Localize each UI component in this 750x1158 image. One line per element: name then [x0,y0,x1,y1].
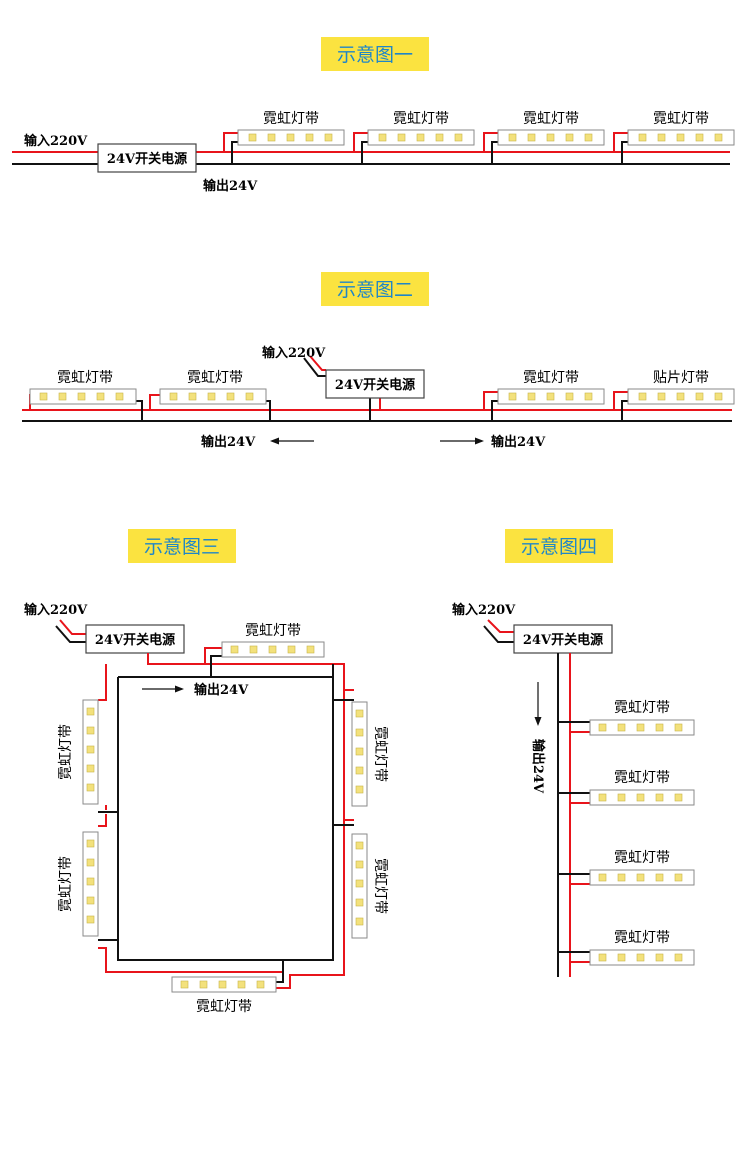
d2-strip-4-label: 贴片灯带 [653,370,709,386]
d3-power-supply [85,624,185,654]
d3-strip-left-2: 霓虹灯带 [58,831,99,937]
d1-power-label: 24V开关电源 [107,151,187,167]
d2-output-left-label: 输出24V [201,434,256,450]
title-diagram-3-text: 示意图三 [144,536,220,558]
d1-strip-3-label: 霓虹灯带 [523,111,579,127]
d3-wiring [98,647,354,989]
arrow-right-icon [440,437,484,445]
d1-strip-4: 霓虹灯带 [627,111,735,146]
d4-strip-2-label: 霓虹灯带 [614,770,670,786]
diagram-3: 输入220V 24V开关电源 [24,602,388,1015]
d1-strip-1: 霓虹灯带 [237,111,345,146]
d3-strip-right-2-label: 霓虹灯带 [372,858,388,914]
d1-strip-4-label: 霓虹灯带 [653,111,709,127]
d2-strip-connections [29,355,628,421]
title-diagram-3: 示意图三 [128,529,236,563]
d2-strip-1: 霓虹灯带 [29,370,137,405]
d2-strip-3: 霓虹灯带 [497,370,605,405]
title-diagram-1-text: 示意图一 [337,44,413,66]
d2-power-label: 24V开关电源 [335,377,415,393]
d2-strip-2-label: 霓虹灯带 [187,370,243,386]
diagram-4: 输入220V 24V开关电源 输出24V 霓虹灯带 霓虹灯带 [452,602,695,977]
d3-power-label: 24V开关电源 [95,632,175,648]
d1-strip-connections [223,132,628,164]
d4-input-wires [483,619,514,643]
d3-strip-top: 霓虹灯带 [221,623,325,658]
d1-strip-2-label: 霓虹灯带 [393,111,449,127]
d2-strip-1-label: 霓虹灯带 [57,370,113,386]
arrow-down-icon [534,682,542,726]
d3-strip-left-2-label: 霓虹灯带 [58,856,74,912]
d1-output-label: 输出24V [203,178,258,194]
d2-strip-2: 霓虹灯带 [159,370,267,405]
d3-strip-bottom: 霓虹灯带 [171,976,277,1015]
d3-strip-right-1: 霓虹灯带 [351,701,388,807]
d4-input-label: 输入220V [452,602,516,618]
d3-strip-right-2: 霓虹灯带 [351,833,388,939]
d2-power-supply [325,369,425,399]
d1-input-label: 输入220V [24,133,88,149]
d1-strip-1-label: 霓虹灯带 [263,111,319,127]
d3-input-wires [55,619,86,643]
d4-strip-3-label: 霓虹灯带 [614,850,670,866]
arrow-left-icon [270,437,314,445]
d1-strip-2: 霓虹灯带 [367,111,475,146]
d4-strip-2: 霓虹灯带 [589,770,695,806]
diagram-1: 24V开关电源 输入220V 输出24V 霓虹灯带 霓虹灯带 霓虹灯带 霓虹灯带 [12,111,735,194]
d4-strip-1: 霓虹灯带 [589,700,695,736]
diagram-2: 24V开关电源 输入220V 输出24V 输出24V 霓虹灯带 霓虹灯带 霓虹灯… [22,345,735,450]
d2-strip-4: 贴片灯带 [627,370,735,405]
title-diagram-4: 示意图四 [505,529,613,563]
d3-strip-left-1: 霓虹灯带 [58,699,99,805]
title-diagram-2-text: 示意图二 [337,279,413,301]
title-diagram-4-text: 示意图四 [521,536,597,558]
d3-output-label: 输出24V [194,682,249,698]
d4-power-label: 24V开关电源 [523,632,603,648]
d4-strip-4: 霓虹灯带 [589,930,695,966]
d3-strip-left-1-label: 霓虹灯带 [58,724,74,780]
title-diagram-2: 示意图二 [321,272,429,306]
d4-strip-1-label: 霓虹灯带 [614,700,670,716]
title-diagram-1: 示意图一 [321,37,429,71]
d4-power-supply [513,624,613,654]
d3-strip-bottom-label: 霓虹灯带 [196,999,252,1015]
d4-strip-3: 霓虹灯带 [589,850,695,886]
d1-strip-3: 霓虹灯带 [497,111,605,146]
d1-power-supply [97,143,197,173]
d3-strip-right-1-label: 霓虹灯带 [372,726,388,782]
d2-input-label: 输入220V [262,345,326,361]
d2-strip-3-label: 霓虹灯带 [523,370,579,386]
d3-strip-top-label: 霓虹灯带 [245,623,301,639]
d4-strip-4-label: 霓虹灯带 [614,930,670,946]
d2-output-right-label: 输出24V [491,434,546,450]
d4-output-label: 输出24V [530,739,546,794]
d4-strip-connections [558,721,590,963]
arrow-right-icon [142,685,184,693]
d3-input-label: 输入220V [24,602,88,618]
